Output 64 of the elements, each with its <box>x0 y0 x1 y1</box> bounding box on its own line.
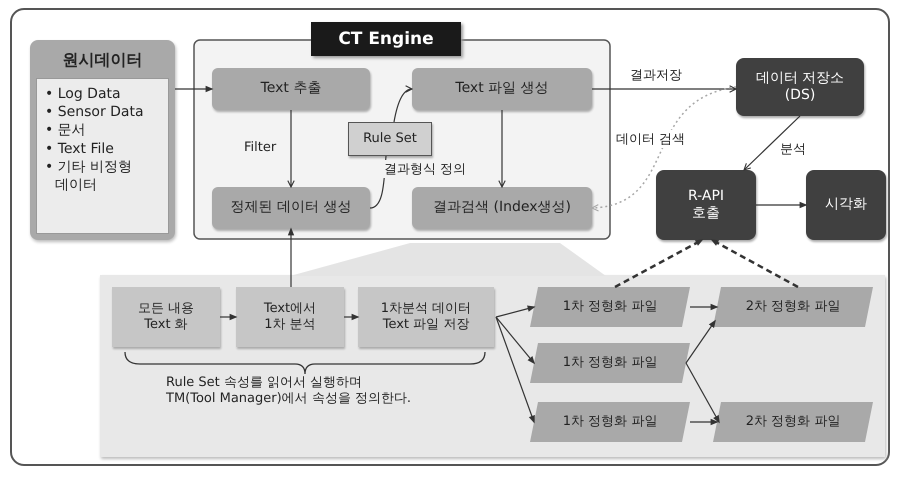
node-label: 시각화 <box>825 196 867 214</box>
file-parallelogram <box>530 343 690 383</box>
arrow <box>756 202 808 208</box>
process-box <box>412 187 592 229</box>
node-label: 2차 정형화 파일 <box>746 414 840 430</box>
arrow <box>690 304 719 310</box>
list-item: • Log Data <box>45 85 122 104</box>
arrow <box>287 110 295 188</box>
node-label: 1차 정형화 파일 <box>562 414 658 430</box>
node-label: 1차 정형화 파일 <box>562 298 658 316</box>
node-label: 2차 정형화 파일 <box>746 298 840 316</box>
process-box <box>212 68 370 110</box>
arrow <box>686 320 716 364</box>
rule-set-box <box>348 122 432 156</box>
process-box <box>736 58 864 116</box>
source-data-panel <box>30 40 175 240</box>
node-label: 데이터 저장소 (DS) <box>754 70 846 104</box>
arrow <box>495 316 535 424</box>
node-label: R-API 호출 <box>686 188 726 222</box>
arrow <box>614 238 704 288</box>
detail-panel <box>100 275 885 457</box>
arrow <box>685 362 720 424</box>
node-label: Text에서 1차 분석 <box>262 300 318 334</box>
panel-heading: 원시데이터 <box>62 50 142 70</box>
node-label: 모든 내용 Text 화 <box>136 300 196 334</box>
arrow <box>220 314 238 320</box>
node-label: Text 추출 <box>260 80 322 98</box>
arrow <box>344 314 360 320</box>
list-item: • Text File <box>45 140 115 158</box>
node-label: 정제된 데이터 생성 <box>230 199 352 217</box>
process-box <box>656 170 756 240</box>
file-parallelogram <box>530 402 690 442</box>
arrow <box>592 85 737 93</box>
file-parallelogram <box>530 287 690 327</box>
arrow <box>498 110 506 188</box>
node-label: 1차 정형화 파일 <box>562 354 658 372</box>
arrow <box>591 86 736 211</box>
node-label: 결과검색 (Index생성) <box>433 199 571 217</box>
step-box <box>358 287 494 347</box>
arrow <box>710 238 799 288</box>
title-tab: CT Engine <box>311 22 461 56</box>
list-item: • 기타 비정형 데이터 <box>45 158 134 194</box>
arrow <box>393 86 413 122</box>
process-box <box>806 170 886 240</box>
file-parallelogram <box>713 287 873 327</box>
step-box <box>236 287 344 347</box>
list-item: • Sensor Data <box>45 103 145 122</box>
step-box <box>112 287 220 347</box>
process-box <box>412 68 592 110</box>
process-box <box>212 187 370 229</box>
list-item: • 문서 <box>45 121 87 140</box>
node-label: Rule Set <box>363 130 417 148</box>
arrow <box>496 306 536 318</box>
arrow <box>690 418 719 426</box>
note-text: Rule Set 속성를 읽어서 실행하며 TM(Tool Manager)에서 속성을 정의한다. <box>166 375 412 408</box>
edge-label: 결과저장 <box>628 66 684 84</box>
arrow <box>743 116 800 171</box>
arrow <box>288 227 294 287</box>
arrow <box>496 316 536 364</box>
arrow <box>175 86 214 92</box>
engine-container <box>193 22 611 240</box>
node-label: Text 파일 생성 <box>455 80 549 98</box>
node-label: 1차분석 데이터 Text 파일 저장 <box>380 300 472 334</box>
file-parallelogram <box>713 402 873 442</box>
